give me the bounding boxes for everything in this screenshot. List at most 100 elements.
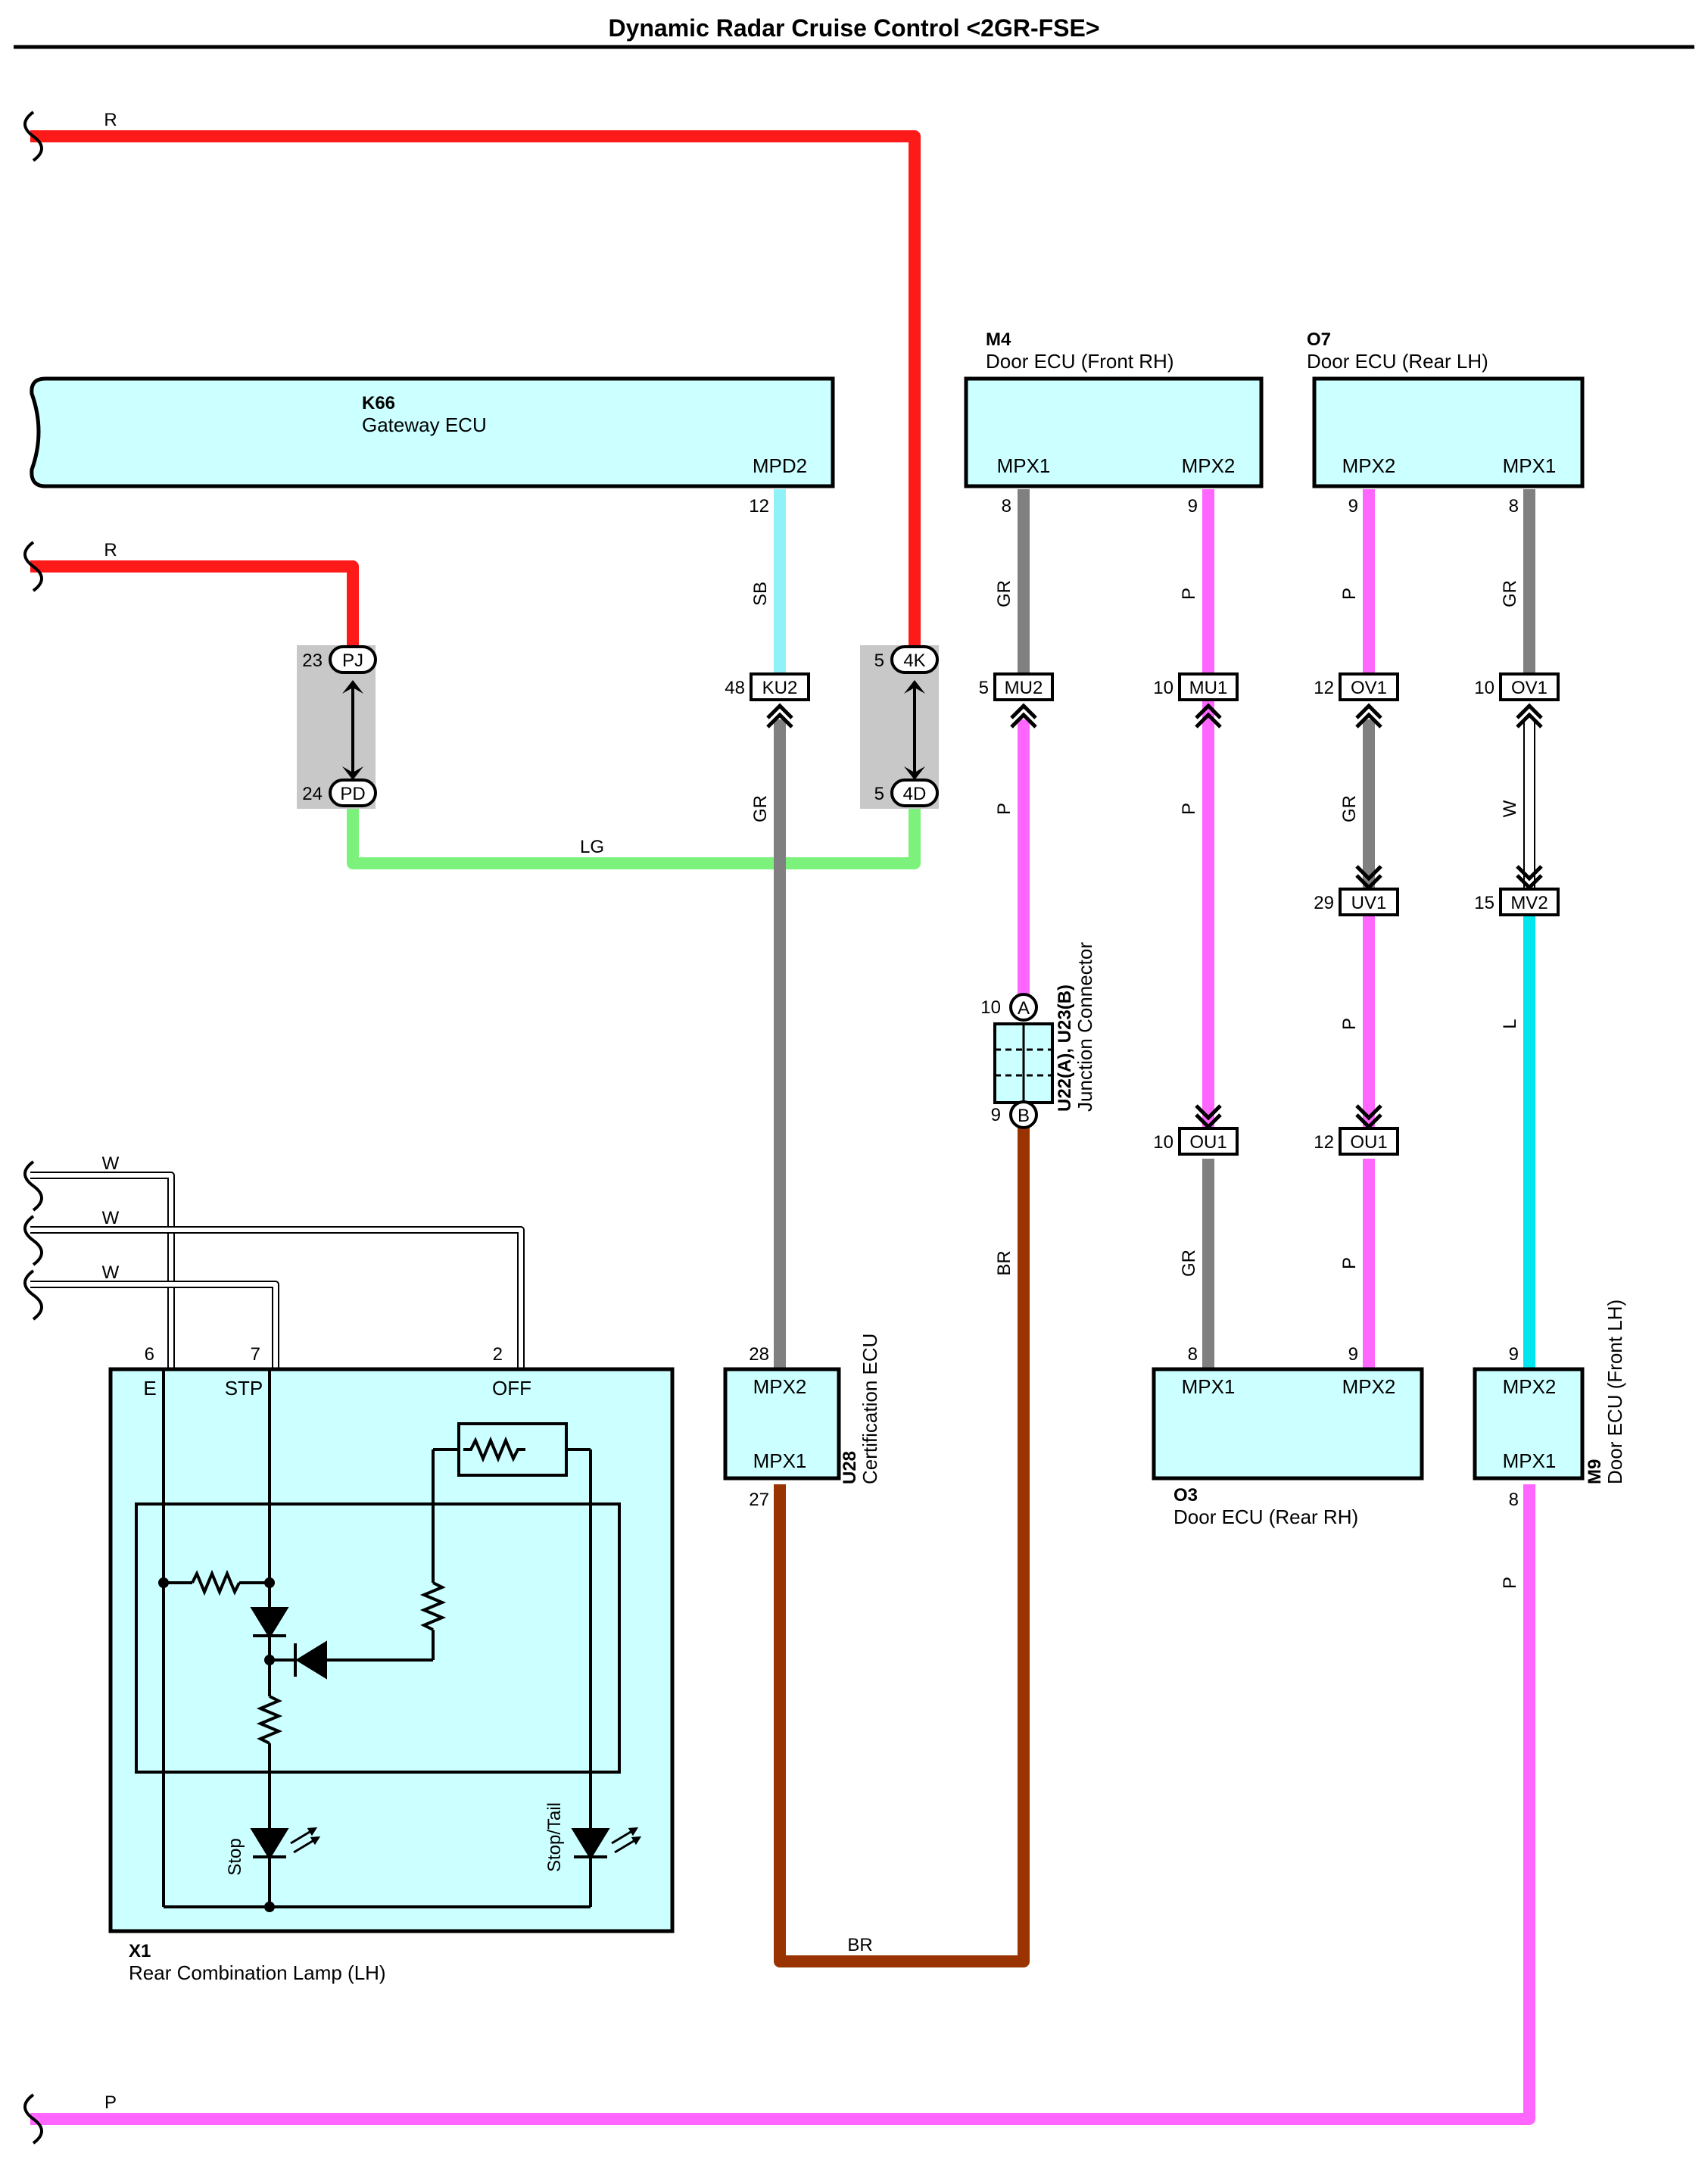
wire-lg [347,803,921,869]
m4-door-ecu-front-rh: M4 Door ECU (Front RH) MPX1 MPX2 8 9 [964,329,1264,516]
label-w2: W [102,1208,120,1228]
x1-name: Rear Combination Lamp (LH) [129,1961,386,1984]
harness-break-marks [23,111,43,2145]
led-arrows [290,1827,642,1854]
label-w-ov1: W [1500,800,1520,817]
label-sb: SB [750,582,771,606]
label-l-mv2: L [1500,1019,1520,1028]
svg-text:4D: 4D [903,784,927,804]
wire-color-labels: R R LG BR P W W W SB GR P P GR GR P P GR… [102,110,1520,2113]
connector-pd: PD 24 [302,779,377,807]
m9-pin-9: 9 [1509,1344,1519,1365]
u23-pin-b: B [1018,1106,1030,1126]
x1-pin-2: 2 [493,1344,503,1365]
pin-ku2: 48 [725,678,745,698]
svg-text:PD: PD [340,784,365,804]
pin-pd: 24 [302,784,323,804]
o7-code: O7 [1307,329,1331,350]
o7-door-ecu-rear-lh: O7 Door ECU (Rear LH) MPX2 MPX1 9 8 [1307,329,1585,516]
m9-pin-mpx1: MPX1 [1503,1449,1557,1472]
label-p-mu1: P [1179,803,1199,815]
wires [30,130,1535,2125]
label-gr-ov1: GR [1339,795,1360,822]
label-lg: LG [580,837,604,857]
x1-pin-off: OFF [492,1377,531,1399]
u28-code: U28 [840,1451,860,1484]
k66-pin-mpd2: MPD2 [753,454,807,477]
svg-text:4K: 4K [903,651,925,671]
m4-pin-8: 8 [1002,496,1011,516]
label-p-m9: P [1500,1577,1520,1589]
pin-ou1a: 10 [1153,1132,1173,1153]
o3-pin-mpx1: MPX1 [1182,1375,1236,1398]
pin-ou1b: 12 [1314,1132,1334,1153]
m4-name: Door ECU (Front RH) [986,350,1173,373]
pin-mv2: 15 [1474,893,1494,913]
m9-code: M9 [1585,1459,1605,1484]
connector-ou1a: OU1 [1189,1132,1226,1153]
connector-pj: PJ 23 [302,645,377,674]
connector-ou1b: OU1 [1350,1132,1387,1153]
label-br-u23: BR [994,1250,1015,1275]
label-p-ou1: P [1339,1257,1360,1269]
label-p-m4: P [1179,588,1199,600]
u28-name: Certification ECU [859,1334,881,1484]
connector-mv2: MV2 [1510,893,1547,913]
pin-mu1: 10 [1153,678,1173,698]
u22-u23-junction-connector: A B 10 9 U22(A), U23(B) Junction Connect… [980,942,1096,1129]
label-r-top: R [104,110,117,130]
x1-rear-combination-lamp: 6 7 2 E STP OFF X1 Rear Combination Lamp… [108,1344,675,1984]
m4-code: M4 [986,329,1011,350]
label-r-mid: R [104,540,117,560]
o3-pin-8: 8 [1188,1344,1198,1365]
o7-pin-mpx2: MPX2 [1342,454,1396,477]
k66-name: Gateway ECU [362,413,487,436]
x1-led-stop: Stop [225,1838,245,1875]
wire-p-bottom [30,1484,1535,2125]
connector-ov1a: OV1 [1351,678,1387,698]
diode-symbols [250,1607,610,1860]
o7-name: Door ECU (Rear LH) [1307,350,1488,373]
m9-pin-mpx2: MPX2 [1503,1375,1557,1398]
label-p-mu2: P [994,803,1015,815]
label-gr-o7: GR [1500,580,1520,607]
wire-r-mid [30,560,359,651]
wire-br-bottom [774,1127,1030,1967]
pin-uv1: 29 [1314,893,1334,913]
m4-pin-9: 9 [1188,496,1198,516]
label-gr-ku2: GR [750,795,771,822]
pin-4d: 5 [874,784,884,804]
connector-ku2: KU2 [762,678,798,698]
m9-pin-8: 8 [1509,1490,1519,1510]
u28-certification-ecu: MPX2 MPX1 28 27 U28 Certification ECU [723,1334,881,1510]
m9-name: Door ECU (Front LH) [1604,1300,1626,1484]
o3-door-ecu-rear-rh: MPX1 MPX2 8 9 O3 Door ECU (Rear RH) [1152,1344,1424,1528]
o7-pin-8: 8 [1509,496,1519,516]
label-w3: W [102,1262,120,1283]
k66-gateway-ecu: K66 Gateway ECU MPD2 12 [30,376,835,516]
label-p-uv1: P [1339,1018,1360,1030]
diagram-title: Dynamic Radar Cruise Control <2GR-FSE> [608,14,1099,42]
u22-pin-a: A [1018,998,1030,1019]
connector-4d: 4D 5 [874,779,939,807]
label-p-bottom: P [104,2092,117,2113]
k66-pin-12: 12 [749,496,769,516]
label-gr-m4: GR [994,580,1015,607]
x1-pin-e: E [143,1377,156,1399]
u28-pin-mpx1: MPX1 [753,1449,807,1472]
pin-ov1b: 10 [1474,678,1494,698]
k66-code: K66 [362,393,395,413]
o3-code: O3 [1173,1485,1198,1506]
connector-ov1b: OV1 [1511,678,1547,698]
connectors-rect [750,672,1560,1156]
label-gr-ou1: GR [1179,1250,1199,1277]
connector-chevrons [766,703,1543,1130]
u28-pin-mpx2: MPX2 [753,1375,807,1398]
connector-4k: 4K 5 [874,645,939,674]
o3-pin-9: 9 [1348,1344,1358,1365]
o3-name: Door ECU (Rear RH) [1173,1506,1358,1528]
label-p-o7: P [1339,588,1360,600]
u22-code: U22(A), U23(B) [1055,984,1075,1112]
u28-pin-28: 28 [749,1344,769,1365]
u23b-pin-9: 9 [991,1105,1001,1125]
